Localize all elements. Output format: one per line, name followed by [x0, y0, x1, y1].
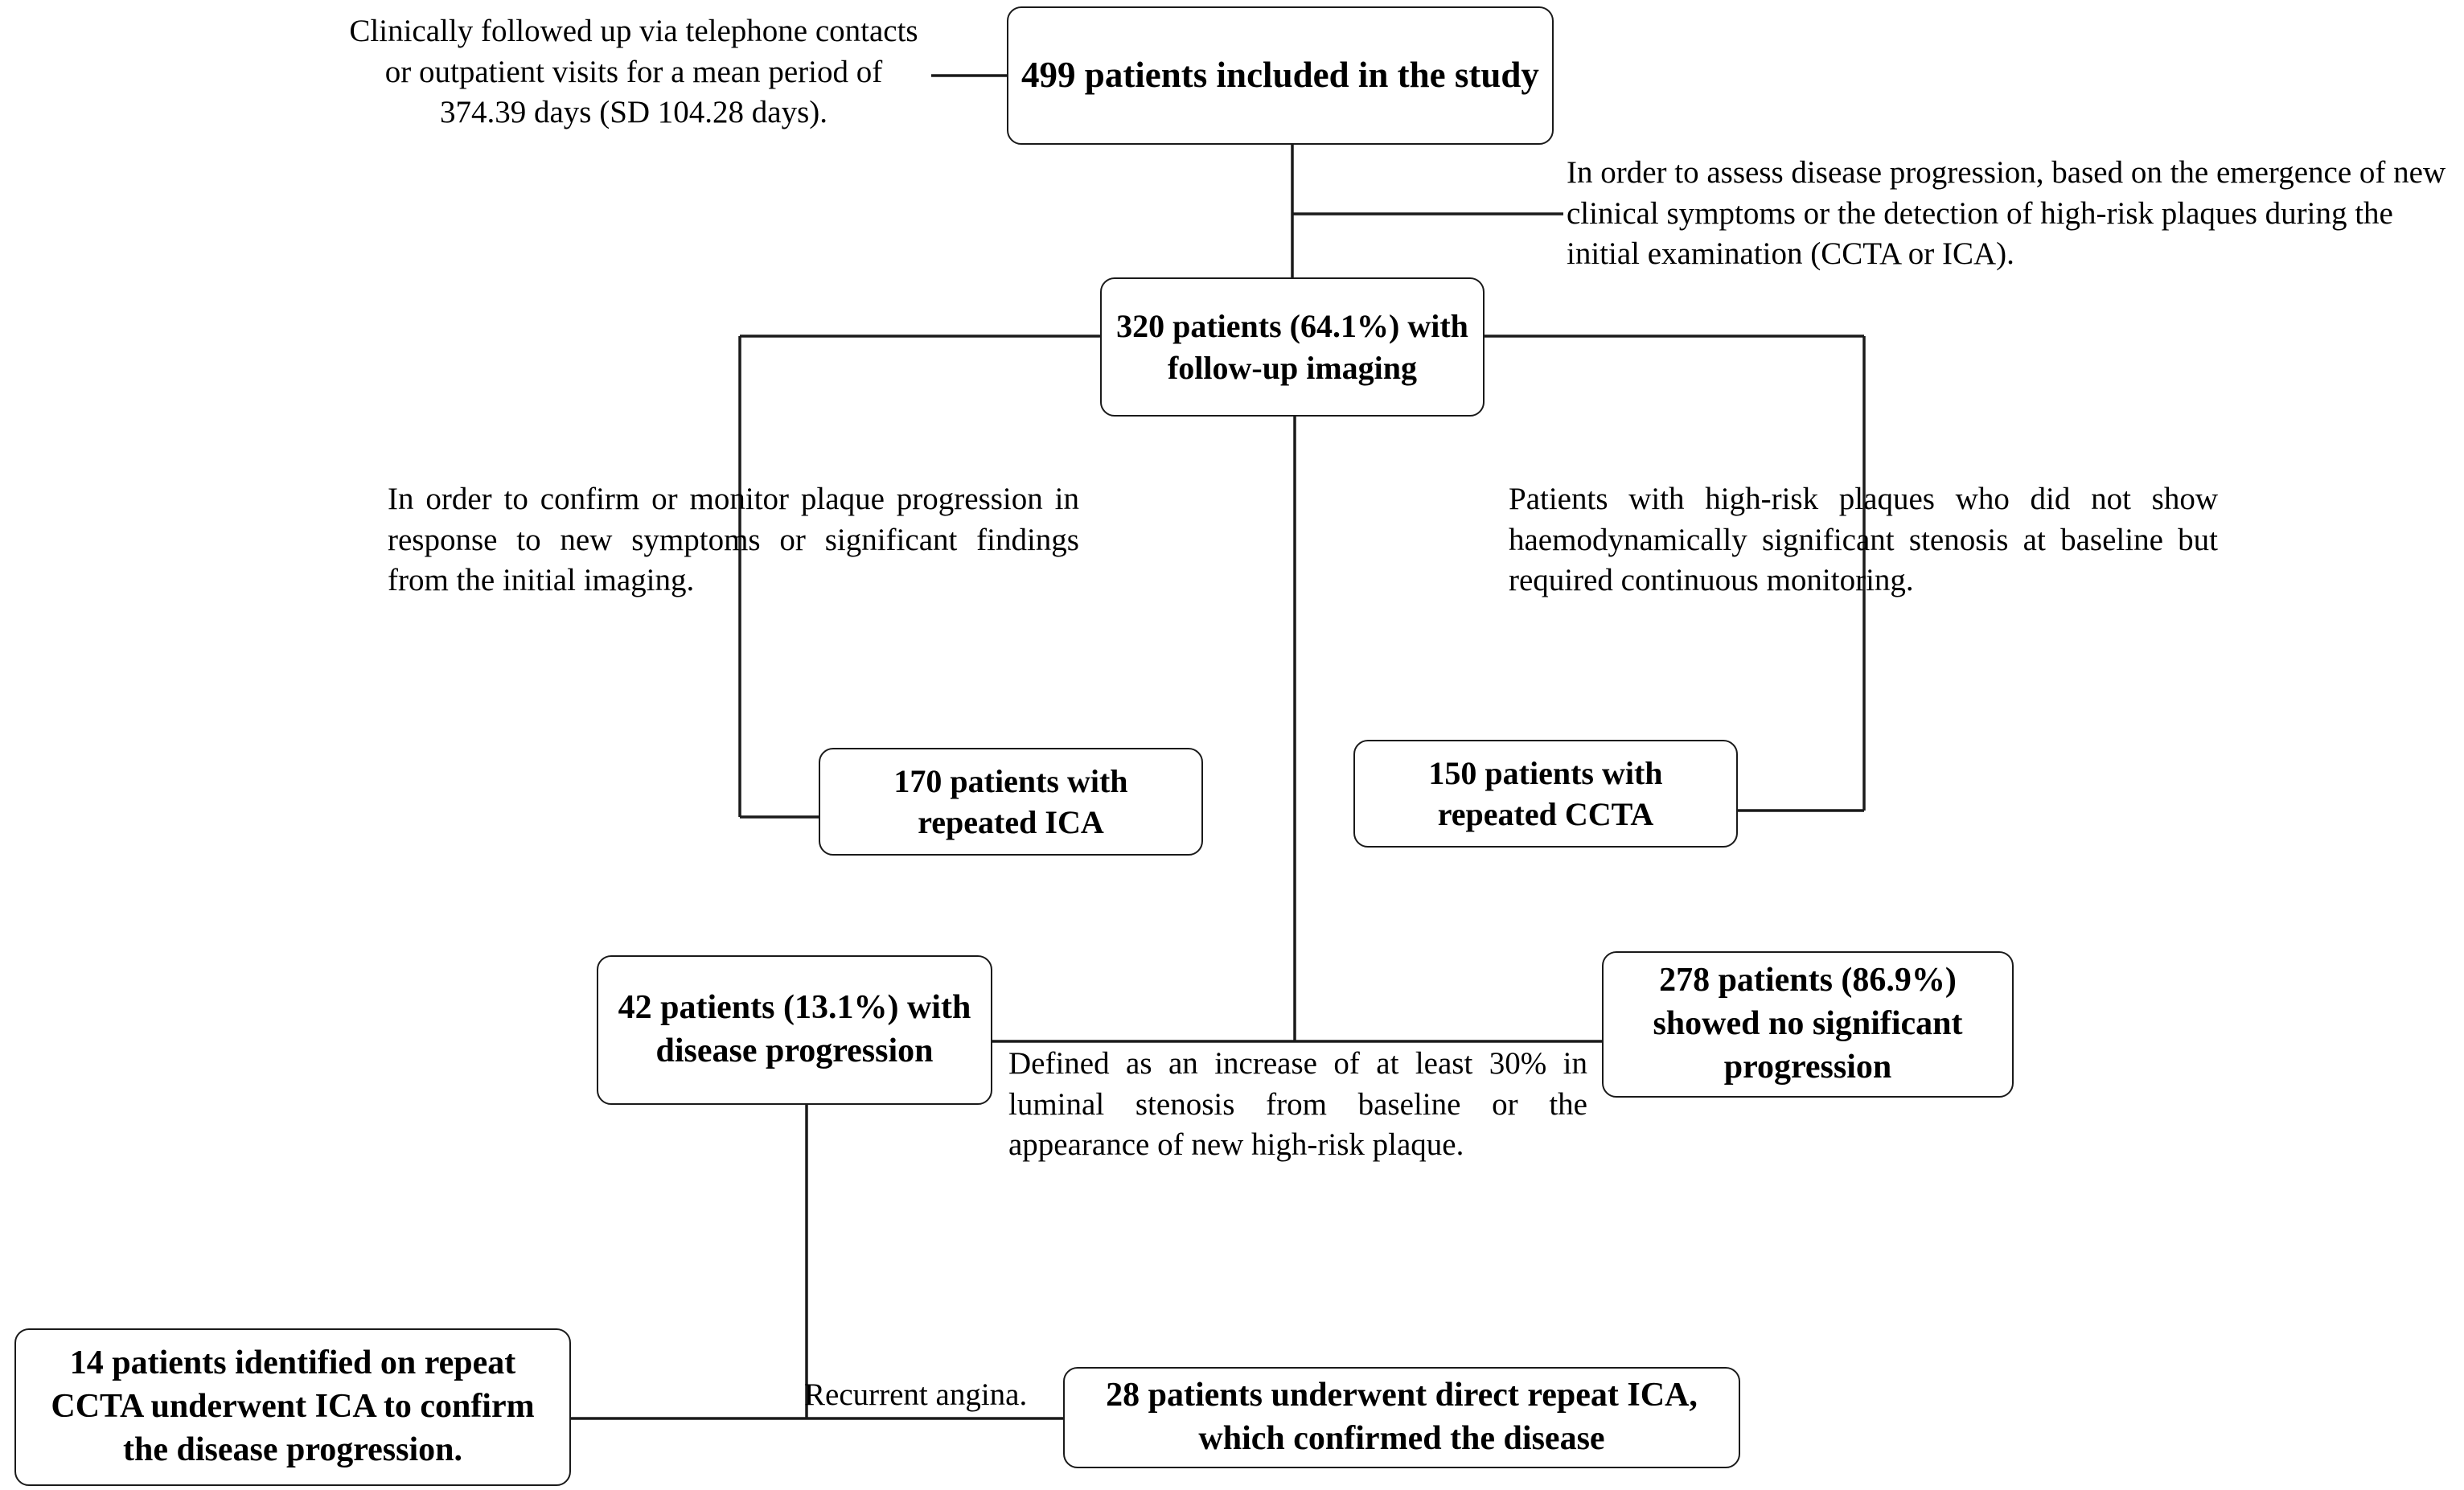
node-repeated-ica[interactable]: 170 patients with repeated ICA: [819, 748, 1203, 856]
node-no-significant-progression[interactable]: 278 patients (86.9%) showed no significa…: [1602, 951, 2014, 1098]
note-recurrent-angina: Recurrent angina.: [804, 1377, 1028, 1412]
node-followup-imaging[interactable]: 320 patients (64.1%) with follow-up imag…: [1100, 277, 1485, 417]
node-ccta-then-ica[interactable]: 14 patients identified on repeat CCTA un…: [14, 1328, 571, 1486]
node-direct-repeat-ica[interactable]: 28 patients underwent direct repeat ICA,…: [1063, 1367, 1740, 1468]
node-total-patients[interactable]: 499 patients included in the study: [1007, 6, 1554, 145]
note-followup-period: Clinically followed up via telephone con…: [349, 14, 918, 130]
note-confirm-monitor: In order to confirm or monitor plaque pr…: [388, 482, 1079, 598]
note-assess-progression: In order to assess disease progression, …: [1567, 155, 2446, 272]
note-progression-definition: Defined as an increase of at least 30% i…: [1008, 1046, 1587, 1163]
node-repeated-ccta[interactable]: 150 patients with repeated CCTA: [1353, 740, 1738, 848]
note-high-risk-monitoring: Patients with high-risk plaques who did …: [1509, 482, 2218, 598]
node-disease-progression[interactable]: 42 patients (13.1%) with disease progres…: [597, 955, 992, 1105]
